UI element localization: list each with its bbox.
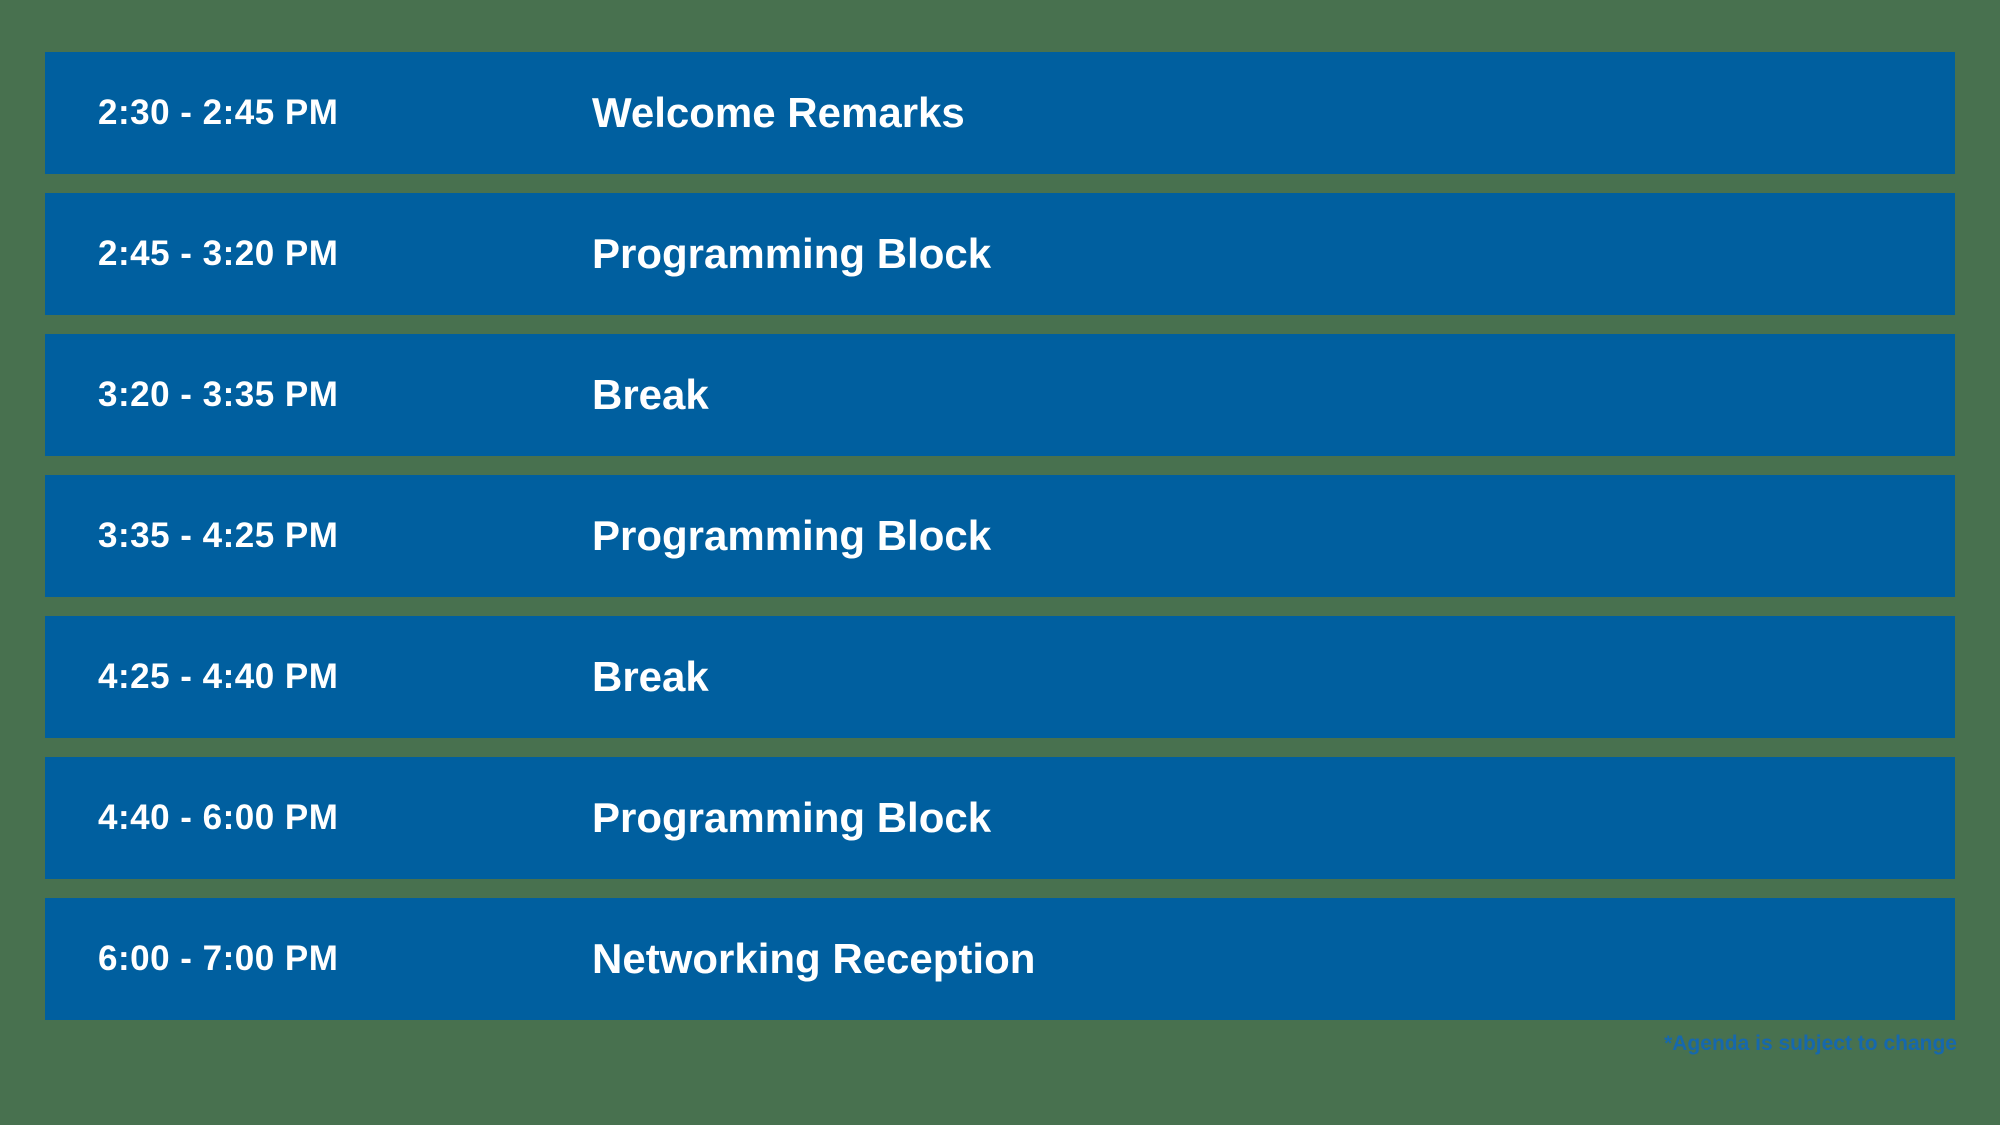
agenda-row: 2:45 - 3:20 PM Programming Block	[45, 193, 1955, 315]
agenda-schedule: 2:30 - 2:45 PM Welcome Remarks 2:45 - 3:…	[45, 52, 1955, 1039]
time-range: 4:25 - 4:40 PM	[98, 657, 339, 696]
session-title: Break	[592, 371, 709, 418]
agenda-row: 2:30 - 2:45 PM Welcome Remarks	[45, 52, 1955, 174]
time-range: 2:30 - 2:45 PM	[98, 93, 339, 132]
agenda-row: 4:40 - 6:00 PM Programming Block	[45, 757, 1955, 879]
session-title: Break	[592, 653, 709, 700]
time-range: 3:20 - 3:35 PM	[98, 375, 339, 414]
time-range: 4:40 - 6:00 PM	[98, 798, 339, 837]
session-title: Programming Block	[592, 512, 992, 559]
session-title: Networking Reception	[592, 935, 1036, 982]
agenda-row: 4:25 - 4:40 PM Break	[45, 616, 1955, 738]
time-range: 3:35 - 4:25 PM	[98, 516, 339, 555]
time-range: 6:00 - 7:00 PM	[98, 939, 339, 978]
time-range: 2:45 - 3:20 PM	[98, 234, 339, 273]
session-title: Programming Block	[592, 794, 992, 841]
agenda-row: 6:00 - 7:00 PM Networking Reception	[45, 898, 1955, 1020]
session-title: Welcome Remarks	[592, 89, 965, 136]
session-title: Programming Block	[592, 230, 992, 277]
agenda-row: 3:20 - 3:35 PM Break	[45, 334, 1955, 456]
agenda-disclaimer: *Agenda is subject to change	[1664, 1032, 1957, 1055]
agenda-row: 3:35 - 4:25 PM Programming Block	[45, 475, 1955, 597]
